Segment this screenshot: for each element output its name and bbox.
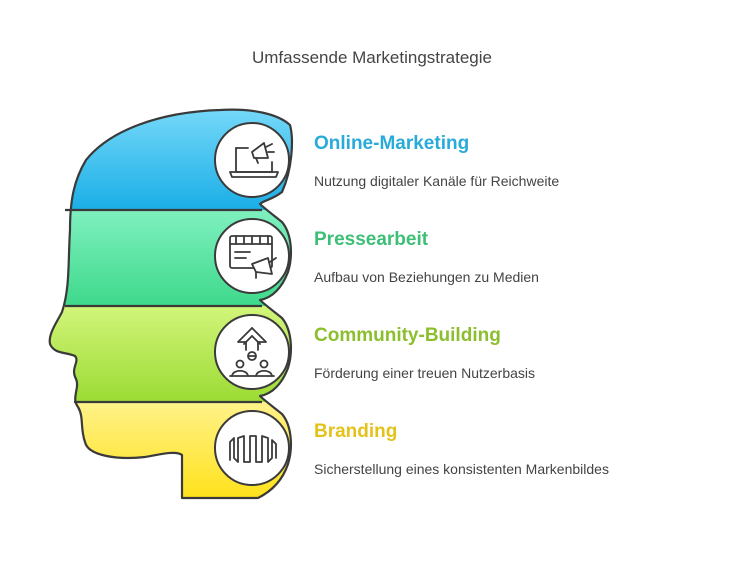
section-pressearbeit: Pressearbeit Aufbau von Beziehungen zu M… [314, 229, 539, 285]
newspaper-megaphone-icon [229, 235, 277, 279]
community-growth-icon [229, 327, 275, 377]
section-online-marketing: Online-Marketing Nutzung digitaler Kanäl… [314, 133, 559, 189]
icon-circle-4 [214, 410, 290, 486]
icon-circle-1 [214, 122, 290, 198]
section-heading: Branding [314, 421, 398, 442]
brand-wave-icon [229, 435, 277, 463]
section-heading: Community-Building [314, 325, 501, 346]
section-heading: Pressearbeit [314, 229, 429, 250]
section-description: Förderung einer treuen Nutzerbasis [314, 365, 536, 381]
icon-circle-2 [214, 218, 290, 294]
section-description: Aufbau von Beziehungen zu Medien [314, 269, 539, 285]
section-description: Nutzung digitaler Kanäle für Reichweite [314, 173, 560, 189]
section-description: Sicherstellung eines konsistenten Marken… [314, 461, 609, 477]
diagram-title: Umfassende Marketingstrategie [251, 48, 492, 67]
section-branding: Branding Sicherstellung eines konsistent… [314, 421, 609, 477]
laptop-megaphone-icon [229, 142, 279, 178]
section-community-building: Community-Building Förderung einer treue… [314, 325, 535, 381]
section-heading: Online-Marketing [314, 133, 470, 154]
